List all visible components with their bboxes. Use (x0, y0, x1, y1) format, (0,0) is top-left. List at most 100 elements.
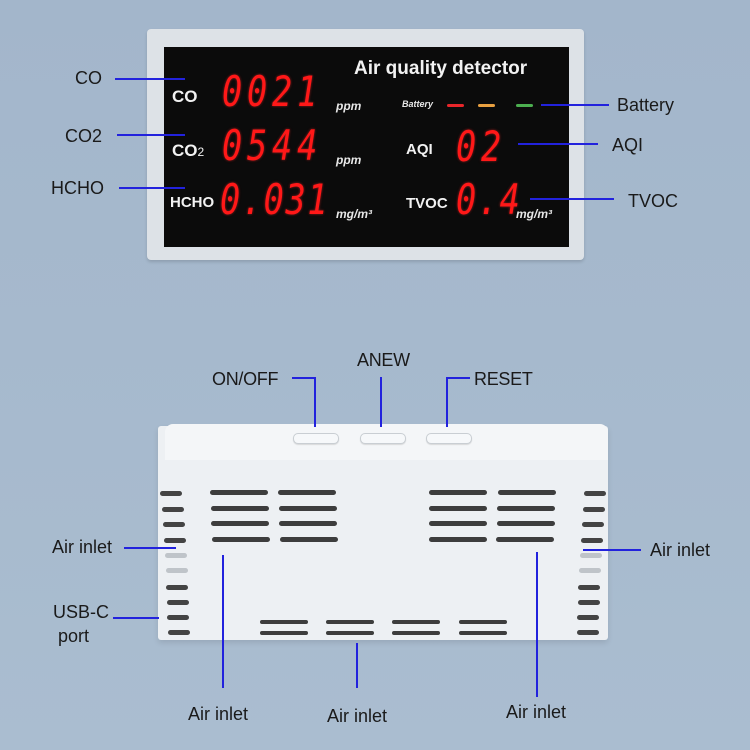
battery-led-green (516, 104, 533, 107)
hcho-value: 0.031 (220, 175, 330, 224)
callout-line-hcho (119, 187, 185, 189)
callout-air-inlet-bottom-right: Air inlet (506, 702, 567, 722)
usb-c-port (167, 615, 189, 620)
vent-slot (279, 521, 337, 526)
vent-slot (279, 506, 337, 511)
callout-usb-c: USB-C (53, 602, 110, 622)
side-vent-slot (160, 491, 182, 496)
callout-co2: CO2 (65, 126, 103, 146)
callout-usb-c-line2: port (58, 626, 90, 646)
battery-label: Battery (402, 99, 434, 109)
callout-aqi: AQI (612, 135, 644, 155)
vent-slot (392, 620, 440, 624)
side-vent-slot (163, 522, 185, 527)
callout-line-tvoc (530, 198, 614, 200)
vent-slot (326, 631, 374, 635)
vent-slot (459, 631, 507, 635)
callout-anew: ANEW (357, 350, 410, 370)
vent-slot (212, 537, 270, 542)
side-vent-slot (577, 615, 599, 620)
tvoc-unit: mg/m³ (516, 207, 552, 221)
callout-line-air-inlet-bottom-center (356, 643, 358, 688)
co2-unit: ppm (336, 153, 362, 167)
aqi-value: 02 (456, 122, 507, 171)
device-back-body (158, 426, 608, 640)
callout-line-co2 (117, 134, 185, 136)
side-vent-slot (162, 507, 184, 512)
vent-slot (498, 490, 556, 495)
vent-slot (496, 537, 554, 542)
vent-slot (280, 537, 338, 542)
callout-air-inlet-bottom-left: Air inlet (188, 704, 249, 724)
anew-button[interactable] (360, 433, 406, 444)
side-vent-slot (165, 553, 187, 558)
side-vent-slot (167, 600, 189, 605)
side-vent-slot (584, 491, 606, 496)
side-vent-slot (164, 538, 186, 543)
callout-air-inlet-left: Air inlet (52, 537, 113, 557)
co2-label: CO2 (172, 141, 205, 160)
callout-line-reset-v (446, 377, 448, 427)
side-vent-slot (578, 600, 600, 605)
callout-line-usb-c (113, 617, 159, 619)
side-vent-slot (581, 538, 603, 543)
on-off-button[interactable] (293, 433, 339, 444)
vent-slot (429, 490, 487, 495)
vent-slot (497, 521, 555, 526)
callout-air-inlet-bottom-center: Air inlet (327, 706, 388, 726)
display-title: Air quality detector (354, 58, 528, 79)
callout-line-anew (380, 377, 382, 427)
callout-reset: RESET (474, 369, 533, 389)
callout-line-air-inlet-right (583, 549, 641, 551)
callout-line-air-inlet-left (124, 547, 176, 549)
side-vent-slot (578, 585, 600, 590)
hcho-label: HCHO (170, 194, 215, 211)
callout-line-aqi (518, 143, 598, 145)
callout-air-inlet-right: Air inlet (650, 540, 711, 560)
co-label: CO (172, 87, 198, 106)
callout-line-on-off-h (292, 377, 316, 379)
vent-slot (429, 537, 487, 542)
callout-line-air-inlet-bottom-right (536, 552, 538, 697)
side-vent-slot (583, 507, 605, 512)
co2-value: 0544 (222, 121, 323, 170)
callout-battery: Battery (617, 95, 675, 115)
hcho-unit: mg/m³ (336, 207, 372, 221)
vent-slot (326, 620, 374, 624)
callout-co: CO (75, 68, 102, 88)
vent-slot (429, 521, 487, 526)
co-value: 0021 (222, 67, 323, 116)
callout-tvoc: TVOC (628, 191, 679, 211)
vent-slot (260, 620, 308, 624)
vent-slot (392, 631, 440, 635)
vent-slot (429, 506, 487, 511)
callout-line-co (115, 78, 185, 80)
reset-button[interactable] (426, 433, 472, 444)
callout-line-battery (541, 104, 609, 106)
vent-slot (211, 521, 269, 526)
side-vent-slot (582, 522, 604, 527)
battery-led-orange (478, 104, 495, 107)
vent-slot (459, 620, 507, 624)
callout-line-on-off-v (314, 377, 316, 427)
vent-slot (497, 506, 555, 511)
device-display: Air quality detector CO 0021 ppm CO2 054… (164, 47, 569, 247)
side-vent-slot (166, 585, 188, 590)
side-vent-slot (168, 630, 190, 635)
vent-slot (211, 506, 269, 511)
vent-slot (278, 490, 336, 495)
vent-slot (210, 490, 268, 495)
callout-hcho: HCHO (51, 178, 104, 198)
co-unit: ppm (336, 99, 362, 113)
tvoc-label: TVOC (406, 195, 448, 212)
callout-line-air-inlet-bottom-left (222, 555, 224, 688)
side-vent-slot (166, 568, 188, 573)
side-vent-slot (580, 553, 602, 558)
battery-led-red (447, 104, 464, 107)
callout-line-reset-h (446, 377, 470, 379)
side-vent-slot (579, 568, 601, 573)
vent-slot (260, 631, 308, 635)
callout-on-off: ON/OFF (212, 369, 279, 389)
side-vent-slot (577, 630, 599, 635)
tvoc-value: 0.4 (456, 175, 522, 224)
